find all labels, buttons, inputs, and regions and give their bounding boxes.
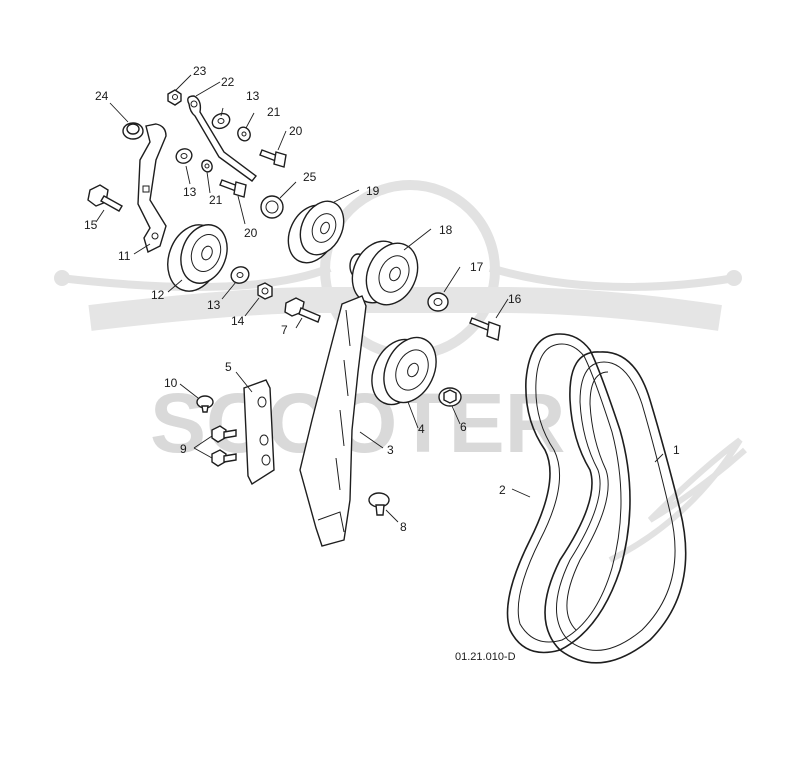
callout-2: 2 <box>499 483 506 497</box>
part-9-bolt-b <box>211 449 237 467</box>
callout-3: 3 <box>387 443 394 457</box>
callout-13-c: 13 <box>246 89 260 103</box>
part-12-idler-pulley <box>167 224 228 292</box>
part-3-tensioner-plate <box>299 295 367 547</box>
callout-20-a: 20 <box>289 124 303 138</box>
callout-12: 12 <box>151 288 165 302</box>
callout-20-b: 20 <box>244 226 258 240</box>
part-9-bolt-a <box>211 425 237 443</box>
part-6-flange-nut <box>438 387 462 407</box>
part-13-washer-b <box>175 148 193 164</box>
part-7-bolt <box>284 297 321 323</box>
callout-8: 8 <box>400 520 407 534</box>
part-24-flange-nut <box>122 122 144 140</box>
part-5-bracket-plate <box>243 379 275 486</box>
callout-25: 25 <box>303 170 317 184</box>
leader-lines <box>95 74 664 523</box>
callout-19: 19 <box>366 184 380 198</box>
callout-23: 23 <box>193 64 207 78</box>
part-2-belt <box>506 333 631 654</box>
part-23-lock-nut <box>167 89 182 106</box>
callout-11: 11 <box>118 249 131 263</box>
callout-10: 10 <box>164 376 178 390</box>
callout-1: 1 <box>673 443 680 457</box>
callout-22: 22 <box>221 75 235 89</box>
part-25-bushing <box>260 195 284 219</box>
callout-7: 7 <box>281 323 288 337</box>
callout-13-b: 13 <box>207 298 221 312</box>
part-13-washer-c <box>230 266 250 284</box>
callout-13-a: 13 <box>183 185 197 199</box>
part-1-belt <box>544 351 687 664</box>
part-21-nut-b <box>201 159 213 173</box>
part-20-bolt-a <box>259 149 287 168</box>
part-15-bolt <box>87 184 123 212</box>
callout-5: 5 <box>225 360 232 374</box>
part-13-washer-a <box>211 112 231 130</box>
part-14-nut <box>257 282 273 300</box>
callout-6: 6 <box>460 420 467 434</box>
part-19-idler-pulley <box>287 200 345 264</box>
part-20-bolt-b <box>219 179 247 198</box>
part-4-idler-pulley <box>371 336 437 406</box>
callout-labels: 1 2 3 4 5 6 7 8 9 10 11 12 13 13 13 14 1… <box>84 64 680 534</box>
drawing-code: 01.21.010-D <box>455 651 516 663</box>
part-10-bolt <box>196 395 214 413</box>
part-16-bolt <box>469 317 501 341</box>
callout-4: 4 <box>418 422 425 436</box>
callout-17: 17 <box>470 260 484 274</box>
part-8-bolt <box>368 492 390 516</box>
callout-21-b: 21 <box>209 193 223 207</box>
callout-14: 14 <box>231 314 245 328</box>
callout-15: 15 <box>84 218 98 232</box>
callout-16: 16 <box>508 292 522 306</box>
callout-21-a: 21 <box>267 105 281 119</box>
part-18-drive-pulley <box>349 240 419 306</box>
callout-24: 24 <box>95 89 109 103</box>
part-22-rod <box>187 95 257 182</box>
callout-9: 9 <box>180 442 187 456</box>
part-17-spacer <box>427 292 449 312</box>
part-11-bracket-arm <box>137 123 167 254</box>
part-21-nut-a <box>237 126 251 142</box>
callout-18: 18 <box>439 223 453 237</box>
